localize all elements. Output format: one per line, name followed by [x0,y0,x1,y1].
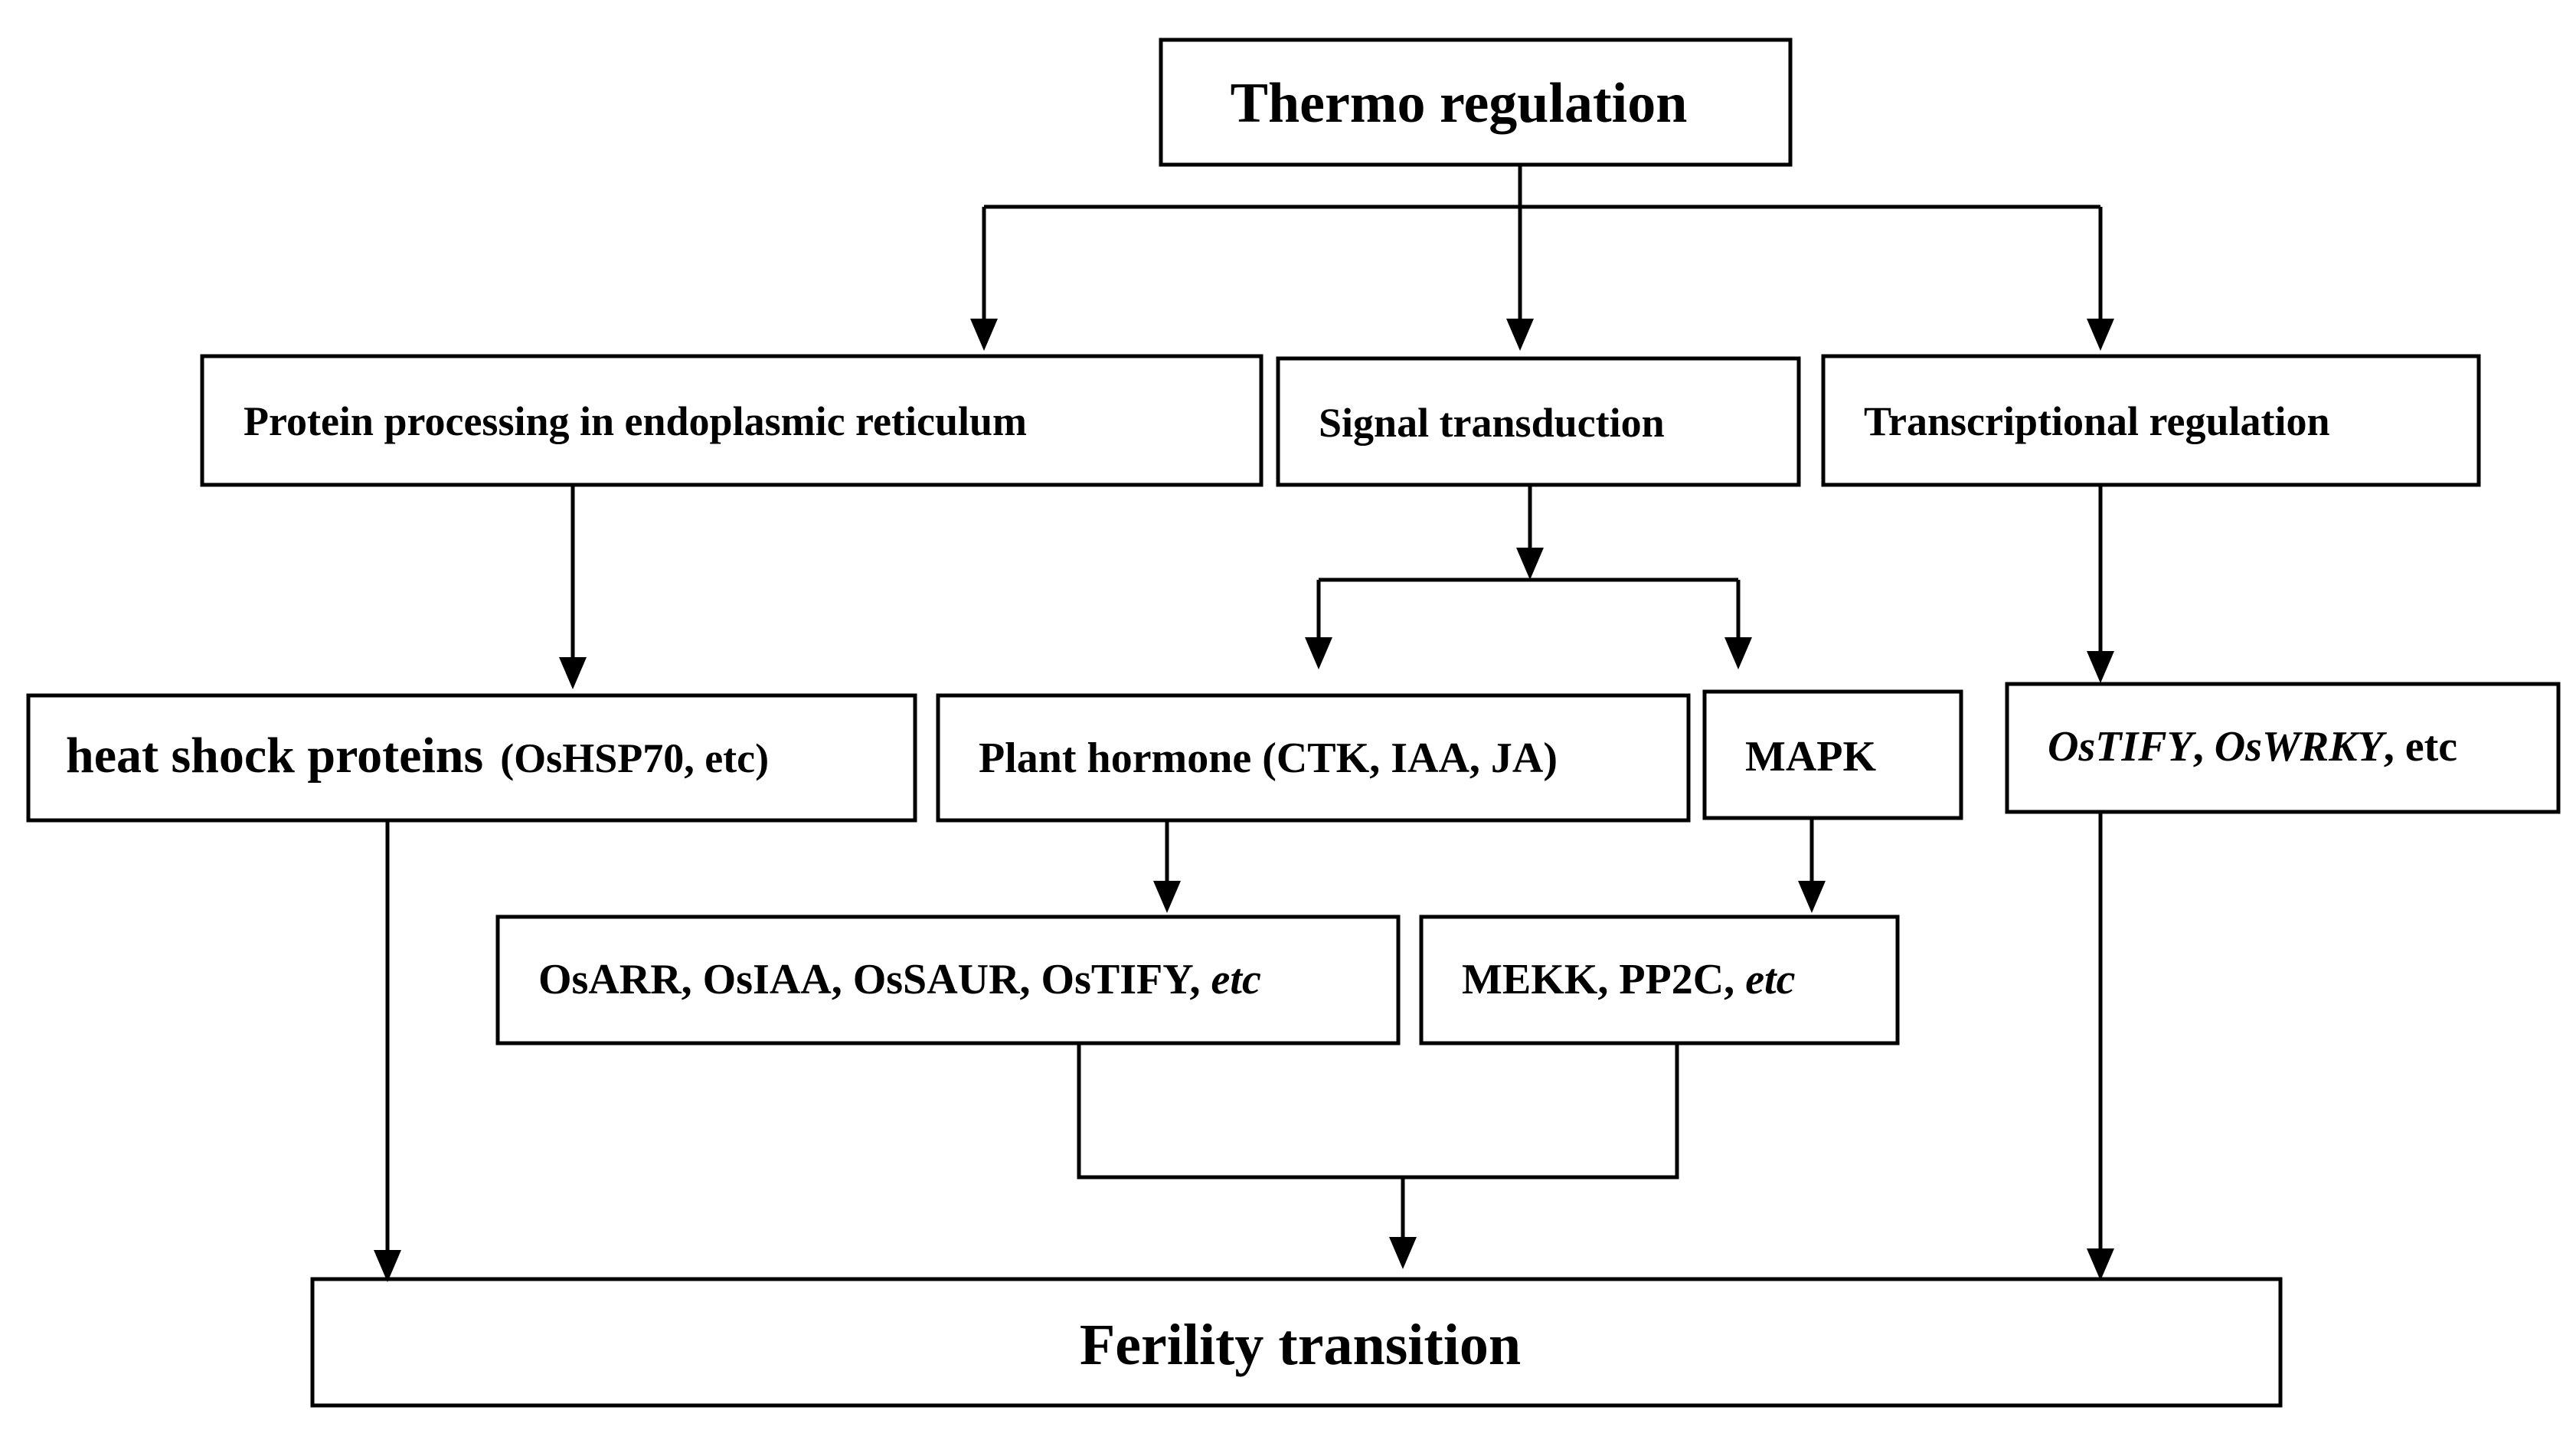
mapk-label: MAPK [1745,733,1877,780]
arrowhead-hsp [559,657,587,689]
plant-hormone-label: Plant hormone (CTK, IAA, JA) [979,735,1558,782]
arrowhead-signal-split [1516,548,1544,580]
heat-shock-proteins-name: heat shock proteins [66,728,483,784]
signal-transduction-box: Signal transduction [1276,356,1801,487]
connector-gene-merge [1077,1043,1679,1180]
thermo-regulation-label: Thermo regulation [1231,72,1688,135]
arrowhead-signal-transduction [1506,319,1534,351]
arrowhead-protein-processing [970,319,998,351]
transcriptional-regulation-box: Transcriptional regulation [1821,354,2481,487]
mapk-genes-label: MEKK, PP2C, etc [1462,956,1796,1003]
arrowhead-fertility-center [1389,1237,1417,1269]
hormone-genes-box: OsARR, OsIAA, OsSAUR, OsTIFY, etc [495,915,1401,1045]
mapk-genes-box: MEKK, PP2C, etc [1419,915,1900,1045]
hormone-genes-etc: etc [1211,956,1261,1003]
arrowhead-transcriptional [2087,319,2114,351]
arrowhead-mapk-genes [1798,881,1826,913]
fertility-transition-box: Ferility transition [310,1277,2283,1408]
connectors [374,165,2114,1282]
arrowhead-fertility-right [2087,1248,2114,1281]
heat-shock-proteins-label: heat shock proteins (OsHSP70, etc) [66,728,769,784]
gene-oswrky: OsWRKY [2215,723,2388,771]
transcription-genes-label: OsTIFY, OsWRKY, etc [2048,723,2457,771]
heat-shock-proteins-box: heat shock proteins (OsHSP70, etc) [26,693,917,823]
gene-separator: , [2193,723,2215,771]
protein-processing-box: Protein processing in endoplasmic reticu… [200,354,1263,487]
hormone-genes-label: OsARR, OsIAA, OsSAUR, OsTIFY, etc [538,956,1261,1003]
transcription-genes-box: OsTIFY, OsWRKY, etc [2005,682,2561,814]
arrowhead-mapk [1724,637,1752,669]
thermo-regulation-box: Thermo regulation [1159,38,1793,167]
arrowhead-fertility-left [374,1250,401,1282]
fertility-transition-label: Ferility transition [1080,1313,1521,1377]
plant-hormone-box: Plant hormone (CTK, IAA, JA) [936,693,1691,823]
arrowhead-hormone-genes [1153,881,1181,913]
gene-etc: , etc [2384,723,2457,771]
transcriptional-regulation-label: Transcriptional regulation [1864,398,2330,444]
mapk-box: MAPK [1702,689,1963,820]
heat-shock-proteins-detail: (OsHSP70, etc) [500,735,769,781]
protein-processing-label: Protein processing in endoplasmic reticu… [244,398,1027,444]
arrowhead-plant-hormone [1305,637,1332,669]
mapk-genes-etc: etc [1745,956,1795,1003]
arrowhead-transcription-genes [2087,651,2114,683]
mapk-genes-list: MEKK, PP2C, [1462,956,1745,1003]
gene-ostify: OsTIFY [2048,723,2197,771]
signal-transduction-label: Signal transduction [1319,400,1665,446]
hormone-genes-list: OsARR, OsIAA, OsSAUR, OsTIFY, [538,956,1211,1003]
